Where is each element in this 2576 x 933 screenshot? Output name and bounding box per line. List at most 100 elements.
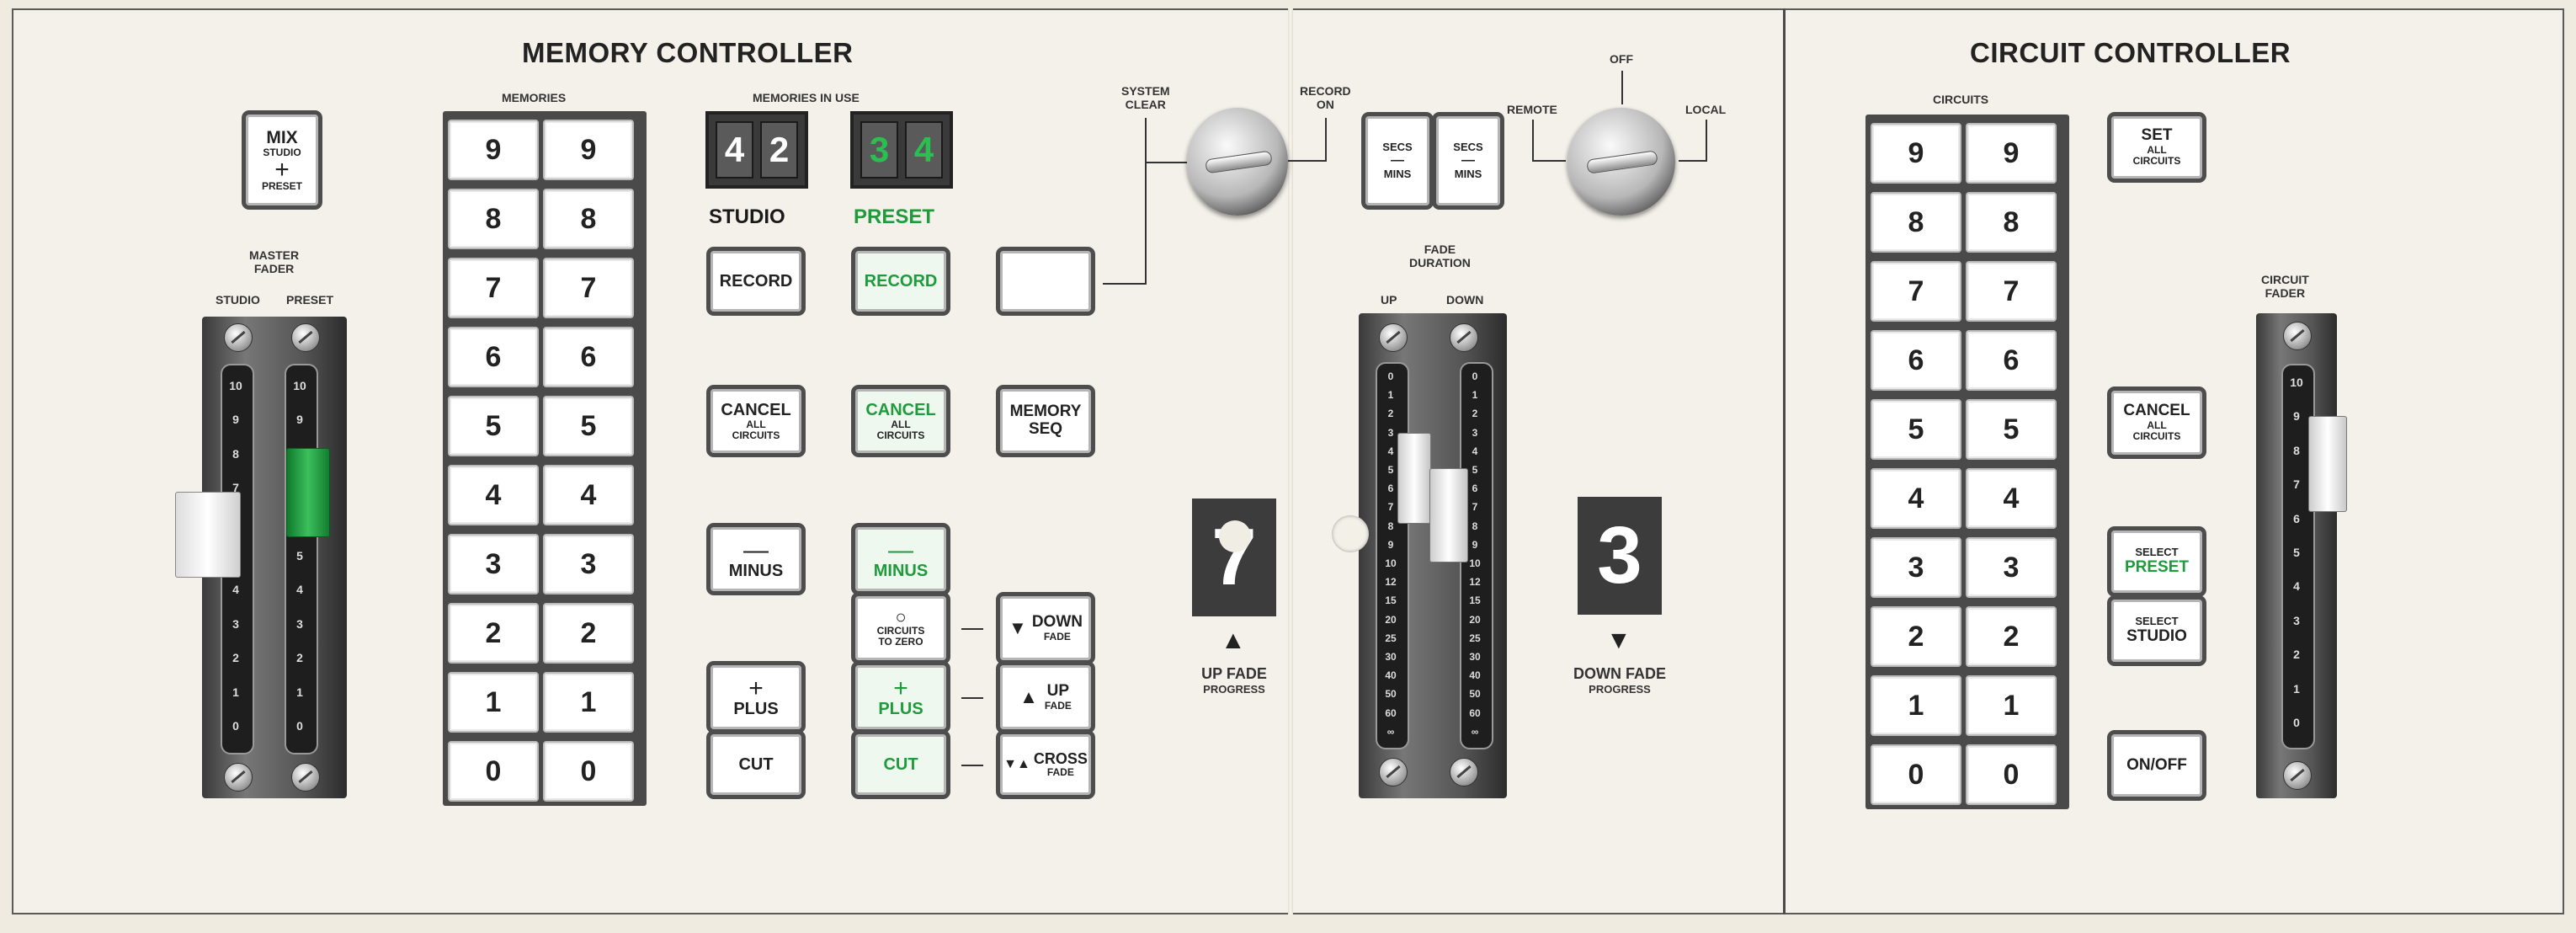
memories-in-use-label: MEMORIES IN USE (753, 91, 860, 104)
screw-icon (291, 763, 320, 792)
fade-down-handle[interactable] (1429, 468, 1468, 562)
circuit-key-right-7[interactable]: 7 (1966, 261, 2057, 322)
plus-symbol-icon: + (274, 156, 290, 184)
memory-key-right-9[interactable]: 9 (543, 120, 634, 180)
memory-key-left-6[interactable]: 6 (448, 327, 539, 387)
memory-seq-button[interactable]: MEMORY SEQ (996, 385, 1095, 457)
memory-key-right-5[interactable]: 5 (543, 396, 634, 456)
circuit-key-right-9[interactable]: 9 (1966, 123, 2057, 184)
memory-key-left-5[interactable]: 5 (448, 396, 539, 456)
circuit-key-left-5[interactable]: 5 (1871, 399, 1961, 460)
memories-label: MEMORIES (502, 91, 567, 104)
down-fade-button[interactable]: ▼ DOWN FADE (996, 592, 1095, 664)
up-fade-progress-label: UP FADE PROGRESS (1201, 665, 1267, 696)
screw-icon (1379, 323, 1408, 352)
circuit-key-right-3[interactable]: 3 (1966, 537, 2057, 598)
circuit-key-right-1[interactable]: 1 (1966, 675, 2057, 736)
memory-key-right-8[interactable]: 8 (543, 189, 634, 249)
memory-key-right-0[interactable]: 0 (543, 741, 634, 802)
cancel-all-circuits-button[interactable]: CANCEL ALL CIRCUITS (2107, 387, 2206, 459)
preset-cut-button[interactable]: CUT (851, 730, 950, 799)
studio-cancel-all-circuits-button[interactable]: CANCEL ALL CIRCUITS (706, 385, 806, 457)
record-on-label: RECORD ON (1300, 84, 1351, 111)
circuits-to-zero-button[interactable]: ○ CIRCUITS TO ZERO (851, 592, 950, 664)
screw-icon (291, 323, 320, 352)
preset-cancel-all-circuits-button[interactable]: CANCEL ALL CIRCUITS (851, 385, 950, 457)
set-all-circuits-button[interactable]: SET ALL CIRCUITS (2107, 112, 2206, 183)
preset-column-label: PRESET (854, 205, 935, 228)
preset-record-button[interactable]: RECORD (851, 247, 950, 316)
memory-key-left-2[interactable]: 2 (448, 603, 539, 664)
memory-key-right-4[interactable]: 4 (543, 465, 634, 525)
memory-key-right-1[interactable]: 1 (543, 672, 634, 733)
master-fader-preset-track[interactable] (285, 364, 318, 754)
fade-up-handle[interactable] (1397, 433, 1431, 524)
studio-record-button[interactable]: RECORD (706, 247, 806, 316)
secs-mins-toggle-2[interactable]: SECS — MINS (1432, 112, 1504, 210)
circuit-key-right-5[interactable]: 5 (1966, 399, 2057, 460)
studio-column-label: STUDIO (709, 205, 785, 228)
memory-key-left-7[interactable]: 7 (448, 258, 539, 318)
studio-fader-handle[interactable] (175, 492, 241, 578)
preset-plus-button[interactable]: + PLUS (851, 661, 950, 733)
memory-key-right-6[interactable]: 6 (543, 327, 634, 387)
circuit-key-left-8[interactable]: 8 (1871, 192, 1961, 253)
switch-local-label: LOCAL (1685, 103, 1727, 116)
studio-plus-button[interactable]: + PLUS (706, 661, 806, 733)
memory-controller-title: MEMORY CONTROLLER (522, 37, 854, 68)
circuit-key-left-3[interactable]: 3 (1871, 537, 1961, 598)
preset-memory-readout: 3 4 (850, 111, 953, 189)
cross-arrows-icon: ▼▲ (1003, 757, 1030, 772)
circuit-key-right-8[interactable]: 8 (1966, 192, 2057, 253)
memory-key-left-0[interactable]: 0 (448, 741, 539, 802)
memory-key-left-8[interactable]: 8 (448, 189, 539, 249)
memory-key-left-1[interactable]: 1 (448, 672, 539, 733)
memory-key-right-3[interactable]: 3 (543, 534, 634, 594)
memory-key-left-9[interactable]: 9 (448, 120, 539, 180)
preset-minus-button[interactable]: — MINUS (851, 523, 950, 595)
memory-key-left-4[interactable]: 4 (448, 465, 539, 525)
system-clear-button[interactable] (996, 247, 1095, 316)
select-studio-button[interactable]: SELECT STUDIO (2107, 595, 2206, 666)
select-preset-button[interactable]: SELECT PRESET (2107, 526, 2206, 597)
secs-mins-toggle-1[interactable]: SECS — MINS (1361, 112, 1434, 210)
studio-cut-button[interactable]: CUT (706, 730, 806, 799)
preset-fader-handle[interactable] (286, 448, 330, 537)
fade-up-track[interactable] (1376, 362, 1409, 749)
system-clear-key-switch[interactable] (1187, 108, 1288, 216)
master-fader-studio-label: STUDIO (216, 293, 260, 307)
mix-studio-label: STUDIO (263, 146, 301, 158)
preset-digit-2: 4 (905, 121, 943, 179)
circuit-fader-label: CIRCUIT FADER (2261, 273, 2309, 300)
circuit-key-right-4[interactable]: 4 (1966, 468, 2057, 529)
plus-symbol-icon: + (748, 674, 764, 702)
indicator-lamp-icon (1219, 520, 1251, 552)
circuit-key-right-2[interactable]: 2 (1966, 606, 2057, 667)
master-fader-preset-label: PRESET (286, 293, 334, 307)
circuit-key-left-4[interactable]: 4 (1871, 468, 1961, 529)
cross-fade-button[interactable]: ▼▲ CROSS FADE (996, 730, 1095, 799)
up-fade-button[interactable]: ▲ UP FADE (996, 661, 1095, 733)
studio-minus-button[interactable]: — MINUS (706, 523, 806, 595)
circuit-key-right-0[interactable]: 0 (1966, 744, 2057, 805)
circuit-key-left-6[interactable]: 6 (1871, 330, 1961, 391)
circuit-key-left-9[interactable]: 9 (1871, 123, 1961, 184)
memory-key-right-2[interactable]: 2 (543, 603, 634, 664)
memory-key-right-7[interactable]: 7 (543, 258, 634, 318)
circuit-key-left-2[interactable]: 2 (1871, 606, 1961, 667)
connector-line (961, 765, 983, 766)
circuit-key-left-0[interactable]: 0 (1871, 744, 1961, 805)
memory-key-left-3[interactable]: 3 (448, 534, 539, 594)
circuit-fader-handle[interactable] (2308, 416, 2347, 512)
switch-off-label: OFF (1610, 52, 1633, 66)
on-off-button[interactable]: ON/OFF (2107, 730, 2206, 801)
remote-local-key-switch[interactable] (1567, 108, 1675, 216)
circuits-label: CIRCUITS (1933, 93, 1989, 106)
mix-studio-preset-button[interactable]: MIX STUDIO + PRESET (242, 110, 322, 210)
circuit-key-left-7[interactable]: 7 (1871, 261, 1961, 322)
circuit-key-left-1[interactable]: 1 (1871, 675, 1961, 736)
circuit-key-right-6[interactable]: 6 (1966, 330, 2057, 391)
